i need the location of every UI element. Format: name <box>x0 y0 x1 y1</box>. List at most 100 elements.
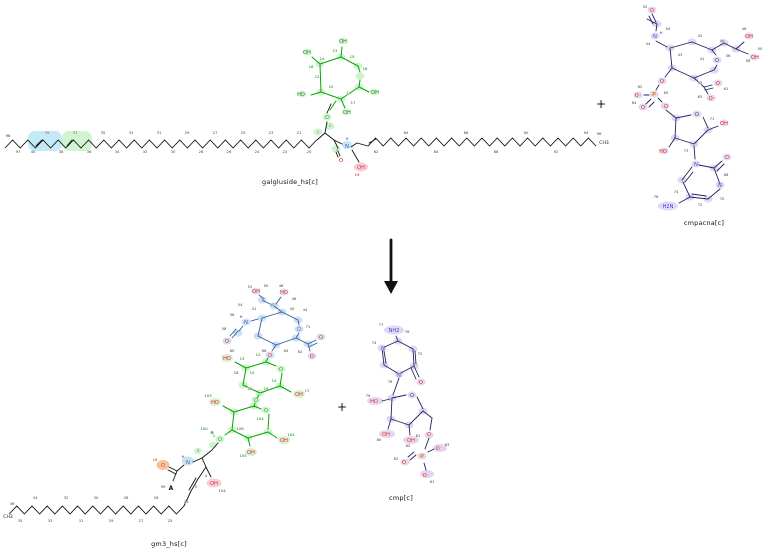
svg-text:71: 71 <box>710 116 715 121</box>
svg-text:O⁻: O⁻ <box>310 354 317 360</box>
svg-text:N: N <box>381 346 385 352</box>
svg-text:32: 32 <box>143 149 148 154</box>
svg-text:3: 3 <box>197 448 200 453</box>
svg-text:N: N <box>653 34 657 40</box>
svg-text:74: 74 <box>674 189 679 194</box>
svg-text:O: O <box>715 58 719 64</box>
svg-text:O: O <box>402 460 406 466</box>
svg-text:HO: HO <box>370 399 378 405</box>
svg-text:22: 22 <box>283 149 288 154</box>
svg-text:24: 24 <box>255 149 260 154</box>
svg-text:27: 27 <box>139 518 144 523</box>
svg-text:P: P <box>652 92 656 98</box>
svg-text:16: 16 <box>264 386 269 391</box>
svg-text:O: O <box>725 155 729 161</box>
label-galgluside: galgluside_hs[c] <box>262 178 318 186</box>
svg-text:100: 100 <box>200 426 208 431</box>
svg-text:36: 36 <box>10 501 15 506</box>
svg-text:O: O <box>319 335 323 341</box>
svg-text:60: 60 <box>230 348 235 353</box>
svg-text:NH2: NH2 <box>389 328 400 334</box>
svg-text:14: 14 <box>320 56 325 61</box>
svg-text:18: 18 <box>309 64 314 69</box>
svg-text:OH: OH <box>343 110 351 116</box>
svg-text:29: 29 <box>185 130 190 135</box>
svg-text:39: 39 <box>45 130 50 135</box>
svg-text:5: 5 <box>195 484 198 489</box>
svg-text:33: 33 <box>48 518 53 523</box>
svg-text:15: 15 <box>350 54 355 59</box>
svg-text:70: 70 <box>720 196 725 201</box>
svg-text:O: O <box>641 105 645 111</box>
svg-text:76: 76 <box>405 329 410 334</box>
svg-text:10: 10 <box>329 84 334 89</box>
svg-text:HO: HO <box>280 290 288 296</box>
svg-text:N: N <box>718 183 722 189</box>
svg-text:76: 76 <box>654 194 659 199</box>
svg-text:65: 65 <box>664 90 669 95</box>
svg-text:24: 24 <box>184 499 189 504</box>
svg-text:⊕: ⊕ <box>210 431 214 436</box>
svg-text:10: 10 <box>250 370 255 375</box>
svg-text:O⁻: O⁻ <box>635 93 642 99</box>
svg-text:68: 68 <box>724 172 729 177</box>
plus-sign-products: + <box>336 400 348 414</box>
svg-text:62: 62 <box>374 149 379 154</box>
svg-text:13: 13 <box>333 48 338 53</box>
svg-text:31: 31 <box>157 130 162 135</box>
svg-text:104: 104 <box>218 488 226 493</box>
svg-text:35: 35 <box>101 130 106 135</box>
svg-text:19: 19 <box>355 172 360 177</box>
svg-text:2: 2 <box>329 123 332 128</box>
svg-text:40: 40 <box>31 149 36 154</box>
label-cmp: cmp[c] <box>389 494 413 502</box>
svg-text:50: 50 <box>758 46 763 51</box>
svg-text:94: 94 <box>584 130 589 135</box>
svg-text:43: 43 <box>270 302 275 307</box>
svg-text:43: 43 <box>678 52 683 57</box>
svg-text:OH: OH <box>357 165 365 171</box>
svg-text:O: O <box>218 437 222 443</box>
label-cmpacna: cmpacna[c] <box>683 219 725 227</box>
svg-text:13: 13 <box>240 356 245 361</box>
svg-text:O: O <box>161 463 165 469</box>
svg-text:78: 78 <box>388 379 393 384</box>
svg-text:41: 41 <box>700 56 705 61</box>
svg-text:64: 64 <box>284 348 289 353</box>
svg-text:11: 11 <box>347 90 352 95</box>
svg-text:81: 81 <box>416 433 421 438</box>
svg-text:63: 63 <box>698 94 703 99</box>
svg-text:O: O <box>410 393 414 399</box>
svg-text:62: 62 <box>394 456 399 461</box>
svg-text:88: 88 <box>494 149 499 154</box>
svg-text:O: O <box>419 380 423 386</box>
svg-text:42: 42 <box>698 33 703 38</box>
svg-text:OH: OH <box>252 289 260 295</box>
svg-text:16: 16 <box>363 66 368 71</box>
svg-text:102: 102 <box>287 432 295 437</box>
svg-text:26: 26 <box>154 495 159 500</box>
svg-text:O: O <box>279 367 283 373</box>
svg-text:O⁻: O⁻ <box>709 96 716 102</box>
svg-text:25: 25 <box>241 130 246 135</box>
svg-text:58: 58 <box>222 326 227 331</box>
svg-text:74: 74 <box>372 340 377 345</box>
svg-text:20: 20 <box>307 149 312 154</box>
svg-text:56: 56 <box>726 53 731 58</box>
svg-text:OH: OH <box>210 481 218 487</box>
svg-text:77: 77 <box>379 322 384 327</box>
svg-text:61: 61 <box>430 479 435 484</box>
svg-text:1: 1 <box>213 433 216 438</box>
svg-text:80: 80 <box>377 437 382 442</box>
svg-text:O: O <box>650 8 654 14</box>
svg-text:OH: OH <box>280 438 288 444</box>
svg-text:3: 3 <box>336 147 339 152</box>
svg-text:98: 98 <box>6 133 11 138</box>
svg-text:HO: HO <box>211 400 219 406</box>
svg-text:HO: HO <box>297 92 305 98</box>
svg-text:44: 44 <box>646 41 651 46</box>
svg-text:N: N <box>694 162 698 168</box>
svg-text:97: 97 <box>16 149 21 154</box>
